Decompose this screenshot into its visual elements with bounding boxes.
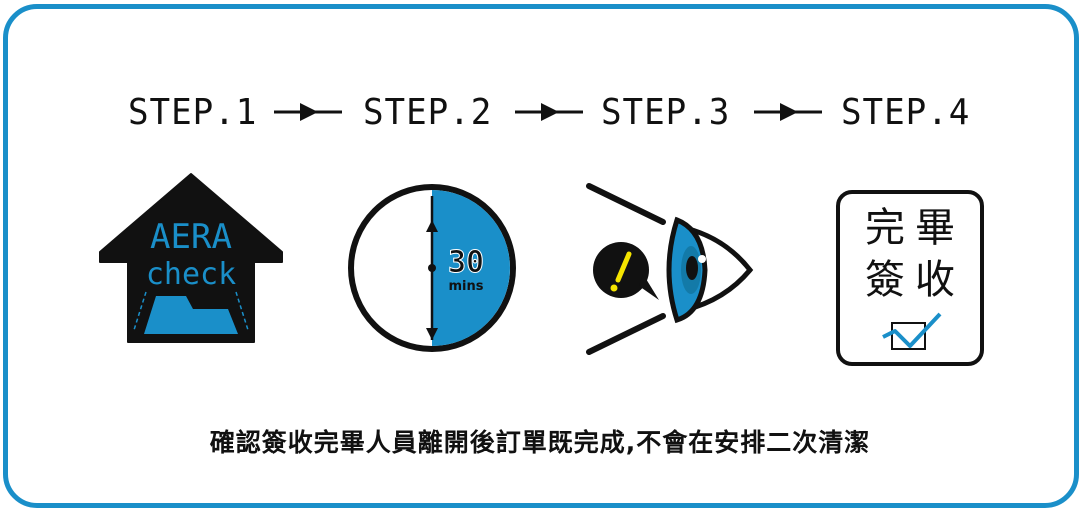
step-4-label: STEP.4 bbox=[841, 92, 971, 133]
arrow-right-icon bbox=[754, 103, 822, 121]
alert-bubble-icon bbox=[593, 242, 659, 300]
arrow-right-icon bbox=[274, 103, 342, 121]
house-text-aera: AERA bbox=[150, 217, 232, 257]
step-1-label: STEP.1 bbox=[128, 92, 258, 133]
cert-char-3: 簽 bbox=[865, 257, 905, 303]
step-2-label: STEP.2 bbox=[363, 92, 493, 133]
eye-inspection-icon bbox=[586, 183, 754, 355]
house-text-check: check bbox=[146, 257, 236, 292]
completion-signoff-icon: 完 畢 簽 收 bbox=[836, 190, 984, 366]
house-icon: AERA check bbox=[99, 173, 283, 343]
cert-char-1: 完 bbox=[865, 205, 905, 251]
arrow-right-icon bbox=[515, 103, 583, 121]
timer-unit: mins bbox=[449, 279, 484, 294]
cert-char-2: 畢 bbox=[915, 205, 955, 251]
card-frame bbox=[3, 4, 1079, 508]
timer-icon: 30 mins bbox=[348, 184, 516, 352]
timer-value: 30 bbox=[448, 245, 484, 280]
caption-text: 確認簽收完畢人員離開後訂單既完成,不會在安排二次清潔 bbox=[209, 428, 871, 457]
cert-char-4: 收 bbox=[915, 257, 955, 303]
step-3-label: STEP.3 bbox=[601, 92, 731, 133]
